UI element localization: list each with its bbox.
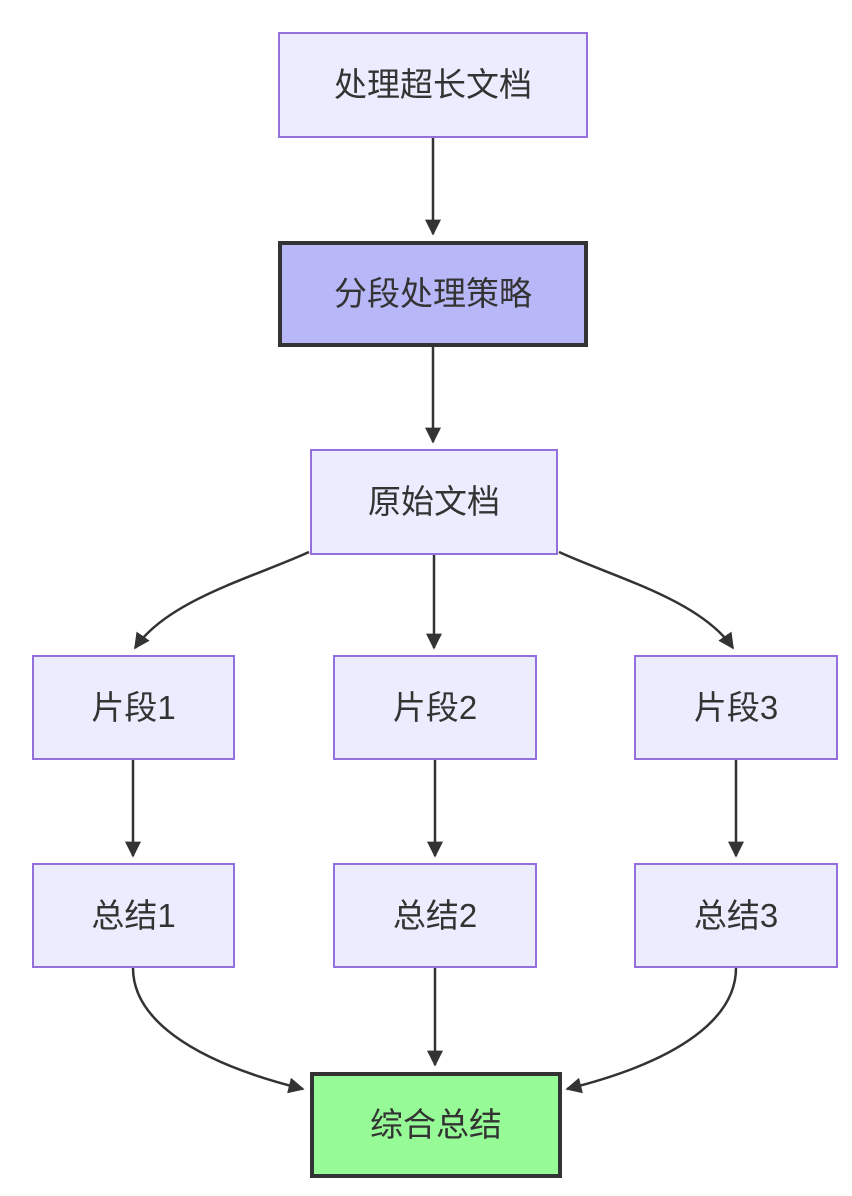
node-process-long-document: 处理超长文档	[278, 32, 588, 138]
node-label: 片段2	[392, 688, 478, 726]
edge-summary1-to-final	[131, 967, 305, 1094]
node-label: 综合总结	[370, 1106, 502, 1144]
edge-original-to-fragment1	[133, 550, 310, 650]
edge-summary3-to-final	[565, 967, 738, 1094]
node-fragment-3: 片段3	[634, 655, 838, 760]
node-label: 分段处理策略	[334, 275, 532, 313]
node-label: 总结3	[693, 896, 779, 934]
node-segmentation-strategy: 分段处理策略	[278, 241, 588, 347]
node-original-document: 原始文档	[310, 449, 558, 555]
node-label: 片段3	[693, 688, 779, 726]
node-label: 原始文档	[368, 483, 500, 521]
node-fragment-2: 片段2	[333, 655, 537, 760]
edge-original-to-fragment3	[558, 550, 735, 650]
node-fragment-1: 片段1	[32, 655, 235, 760]
node-label: 处理超长文档	[334, 66, 532, 104]
node-label: 总结1	[91, 896, 176, 934]
node-final-summary: 综合总结	[310, 1072, 562, 1178]
node-summary-2: 总结2	[333, 863, 537, 968]
node-label: 片段1	[91, 688, 176, 726]
node-label: 总结2	[392, 896, 478, 934]
node-summary-1: 总结1	[32, 863, 235, 968]
node-summary-3: 总结3	[634, 863, 838, 968]
